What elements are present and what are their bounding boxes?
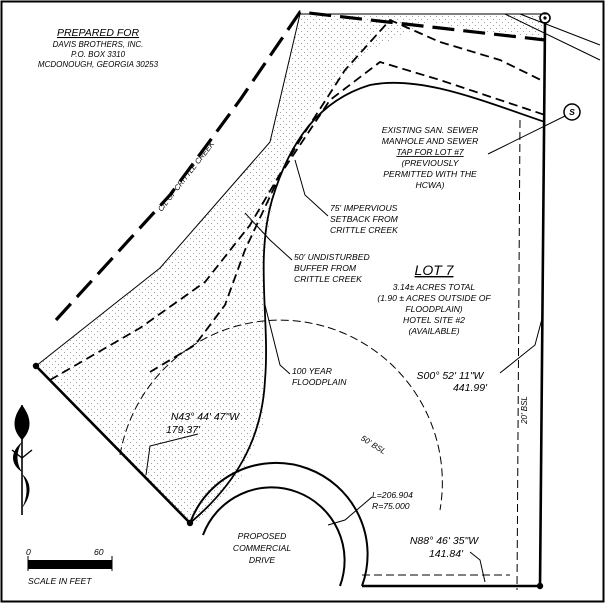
- sewer-note-line5: PERMITTED WITH THE: [383, 169, 477, 179]
- proposed-drive-line2: COMMERCIAL: [233, 543, 291, 553]
- floodplain-area: [36, 14, 545, 523]
- west-distance: 179.37': [166, 424, 201, 436]
- lot-detail-5: (AVAILABLE): [408, 326, 459, 336]
- floodplain-leader: [264, 304, 291, 375]
- curve-length: L=206.904: [372, 490, 413, 500]
- setback-note-line2: SETBACK FROM: [330, 214, 399, 224]
- buffer-note-line3: CRITTLE CREEK: [294, 274, 363, 284]
- cul-de-sac-inner: [202, 486, 346, 587]
- east-bearing: S00° 52' 11"W: [417, 370, 485, 382]
- survey-monument: [539, 12, 551, 24]
- lot-detail-1: 3.14± ACRES TOTAL: [393, 282, 476, 292]
- corner-point-west: [32, 362, 40, 370]
- lot-detail-4: HOTEL SITE #2: [403, 315, 465, 325]
- setback-leader: [294, 159, 329, 217]
- curve-radius: R=75.000: [372, 501, 410, 511]
- curve-leader: [327, 496, 373, 526]
- south-distance: 141.84': [429, 548, 464, 560]
- proposed-drive-line1: PROPOSED: [238, 531, 287, 541]
- buffer-line: [149, 61, 546, 373]
- floodplain-note-line2: FLOODPLAIN: [292, 377, 347, 387]
- floodplain-line: [189, 81, 546, 524]
- setback-line: [49, 18, 546, 381]
- lot-detail-2: (1.90 ± ACRES OUTSIDE OF: [377, 293, 491, 303]
- west-bearing: N43° 44' 47"W: [171, 411, 240, 423]
- proposed-drive-line3: DRIVE: [249, 555, 276, 565]
- lot-title: LOT 7: [415, 262, 455, 278]
- east-property-line: [538, 21, 547, 589]
- east-bsl-line: [516, 119, 521, 591]
- east-bearing-leader: [499, 314, 544, 374]
- scale-bar: [27, 556, 113, 571]
- cul-de-sac-outer: [189, 461, 369, 587]
- prepared-for-heading: PREPARED FOR: [57, 27, 139, 39]
- sewer-manhole-icon: [563, 103, 581, 121]
- sewer-note-line6: HCWA): [416, 180, 445, 190]
- buffer-note-line2: BUFFER FROM: [294, 263, 357, 273]
- east-distance: 441.99': [453, 382, 488, 394]
- sewer-service-line: [487, 115, 566, 155]
- scale-sixty: 60: [94, 547, 104, 557]
- sewer-symbol: S: [569, 107, 575, 117]
- prepared-for-line1: DAVIS BROTHERS, INC.: [53, 40, 144, 49]
- south-bearing-leader: [469, 551, 486, 583]
- north-arrow-icon: [11, 405, 33, 515]
- buffer-leader: [244, 212, 293, 261]
- prepared-for-line2: P.O. BOX 3310: [71, 50, 126, 59]
- creek-label: C/L OF CRITTLE CREEK: [156, 139, 217, 213]
- east-bsl-label: 20' BSL: [520, 396, 529, 425]
- south-bearing: N88° 46' 35"W: [410, 535, 479, 547]
- survey-monument-dot: [543, 16, 547, 20]
- floodplain-note-line1: 100 YEAR: [292, 366, 332, 376]
- creek-centerline: [54, 10, 546, 322]
- curve-bsl-label: 50' BSL: [359, 434, 387, 456]
- sewer-note-line1: EXISTING SAN. SEWER: [382, 125, 478, 135]
- west-boundary: [35, 365, 191, 524]
- northeast-line-2: [519, 13, 601, 46]
- north-property-line: [35, 13, 301, 367]
- buffer-note-line1: 50' UNDISTURBED: [294, 252, 370, 262]
- northeast-line: [504, 13, 601, 61]
- sewer-note-line2: MANHOLE AND SEWER: [382, 136, 479, 146]
- sewer-note-line3: TAP FOR LOT #7: [396, 147, 465, 157]
- scale-zero: 0: [26, 547, 31, 557]
- west-bearing-leader: [145, 433, 199, 476]
- setback-note-line1: 75' IMPERVIOUS: [330, 203, 398, 213]
- scale-caption: SCALE IN FEET: [28, 576, 92, 586]
- setback-note-line3: CRITTLE CREEK: [330, 225, 399, 235]
- curve-bsl-arc: [119, 319, 443, 511]
- sewer-note-line4: (PREVIOUSLY: [402, 158, 460, 168]
- prepared-for-line3: MCDONOUGH, GEORGIA 30253: [38, 60, 159, 69]
- lot-detail-3: FLOODPLAIN): [405, 304, 462, 314]
